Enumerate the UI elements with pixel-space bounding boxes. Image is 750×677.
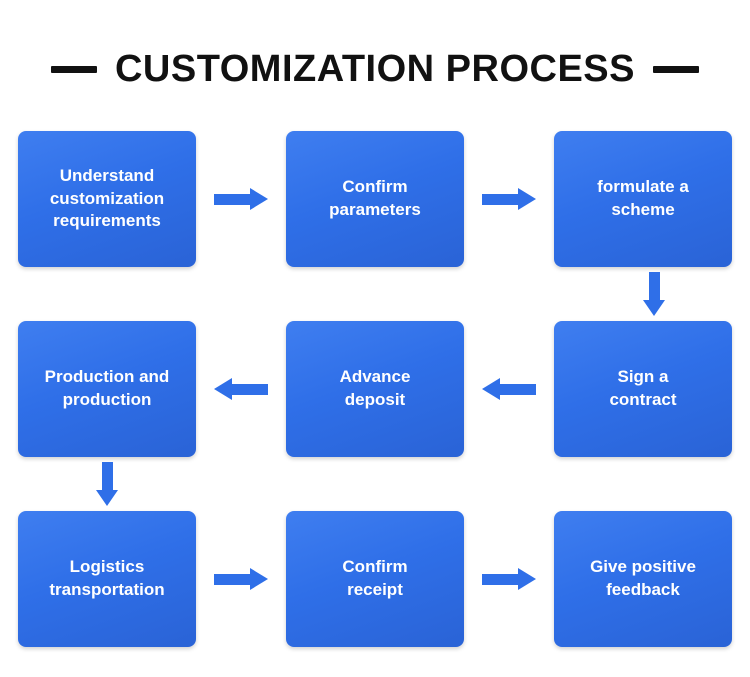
arrow-right-icon xyxy=(482,188,536,210)
step-box-logistics-transportation[interactable]: Logistics transportation xyxy=(18,511,196,647)
connector-cell-5-6 xyxy=(464,321,554,457)
arrow-down-icon xyxy=(643,272,665,316)
step-line-1: Confirm xyxy=(342,557,408,577)
arrow-left-icon xyxy=(482,378,536,400)
title-left-dash-icon xyxy=(50,66,97,73)
arrow-down-icon xyxy=(96,462,118,506)
step-line-1: Advance xyxy=(339,367,411,387)
step-box-production-and-production[interactable]: Production and production xyxy=(18,321,196,457)
arrow-right-icon xyxy=(214,568,268,590)
connector-row2-row3 xyxy=(18,457,732,511)
flow-grid: Understand customization requirements Co… xyxy=(18,131,732,647)
connector-cell-8-9 xyxy=(464,511,554,647)
connector-row1-row2 xyxy=(18,267,732,321)
step-line-3: requirements xyxy=(53,211,161,231)
step-line-2: customization xyxy=(49,188,165,208)
step-line-1: Give positive xyxy=(590,557,696,577)
page-title: CUSTOMIZATION PROCESS xyxy=(0,48,750,91)
step-line-2: parameters xyxy=(329,200,421,219)
arrow-left-icon xyxy=(214,378,268,400)
step-line-1: Production and xyxy=(44,367,170,387)
step-line-2: feedback xyxy=(606,580,680,599)
flow-row-1: Understand customization requirements Co… xyxy=(18,131,732,267)
step-box-confirm-parameters[interactable]: Confirm parameters xyxy=(286,131,464,267)
step-box-understand-customization-requirements[interactable]: Understand customization requirements xyxy=(18,131,196,267)
step-box-give-positive-feedback[interactable]: Give positive feedback xyxy=(554,511,732,647)
flow-row-3: Logistics transportation Confirm receipt xyxy=(18,511,732,647)
connector-cell-1-2 xyxy=(196,131,286,267)
step-box-advance-deposit[interactable]: Advance deposit xyxy=(286,321,464,457)
step-line-2: contract xyxy=(609,390,677,409)
step-box-formulate-a-scheme[interactable]: formulate a scheme xyxy=(554,131,732,267)
step-line-2: transportation xyxy=(49,580,165,599)
title-right-dash-icon xyxy=(653,66,699,73)
step-line-1: Logistics xyxy=(69,557,145,577)
step-line-1: Sign a xyxy=(617,367,669,387)
arrow-right-icon xyxy=(482,568,536,590)
step-line-2: receipt xyxy=(347,580,403,599)
step-box-sign-a-contract[interactable]: Sign a contract xyxy=(554,321,732,457)
step-line-2: deposit xyxy=(344,390,406,409)
arrow-right-icon xyxy=(214,188,268,210)
title-text: CUSTOMIZATION PROCESS xyxy=(114,48,635,90)
step-line-2: scheme xyxy=(611,200,675,219)
step-line-1: Confirm xyxy=(342,177,408,197)
step-line-1: formulate a xyxy=(597,177,689,197)
connector-cell-2-3 xyxy=(464,131,554,267)
flow-row-2: Production and production Advance deposi… xyxy=(18,321,732,457)
step-box-confirm-receipt[interactable]: Confirm receipt xyxy=(286,511,464,647)
connector-cell-7-8 xyxy=(196,511,286,647)
step-line-2: production xyxy=(62,390,152,409)
connector-cell-4-5 xyxy=(196,321,286,457)
step-line-1: Understand xyxy=(59,165,155,185)
